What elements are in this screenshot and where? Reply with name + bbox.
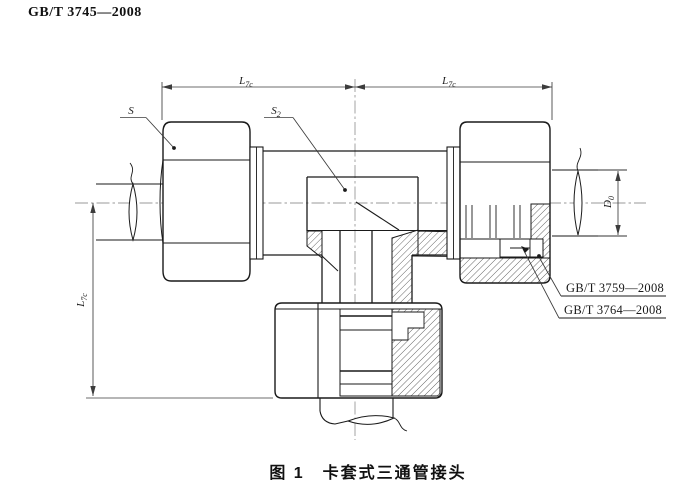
bottom-tube	[319, 398, 408, 432]
left-tube	[96, 162, 163, 242]
dimensions	[86, 82, 627, 399]
right-tube	[552, 147, 627, 237]
dim-label-tube-od: D0	[602, 196, 616, 209]
dim-label-top-left: L7c	[238, 75, 253, 89]
branch-left-wall-hatch	[306, 230, 323, 260]
dimension-arrowheads	[90, 84, 621, 396]
svg-text:S2: S2	[271, 105, 281, 119]
callout-ferrule-standard: GB/T 3764—2008	[521, 246, 666, 319]
part-label-s: S	[120, 105, 176, 150]
right-nut-thread-lines	[460, 205, 531, 240]
left-nut	[159, 121, 264, 282]
section-cut-line	[355, 201, 400, 231]
leader-dot-nut-standard	[537, 254, 541, 258]
right-tube-break-symbol	[573, 170, 583, 236]
dim-label-left-vertical: L7c	[75, 293, 89, 308]
bottom-nut-internal-lines	[340, 315, 392, 385]
figure-caption: 图 1 卡套式三通管接头	[269, 465, 467, 482]
leader-dot-s2	[343, 188, 347, 192]
left-tube-break-symbol	[128, 182, 138, 242]
bottom-nut	[274, 302, 443, 399]
fitting-body	[263, 150, 503, 303]
svg-text:S: S	[128, 105, 134, 117]
svg-text:GB/T 3759—2008: GB/T 3759—2008	[566, 281, 664, 295]
callout-nut-standard: GB/T 3759—2008	[537, 254, 666, 297]
leader-dot-s	[172, 146, 176, 150]
bottom-ferrule	[391, 311, 425, 341]
svg-text:GB/T 3764—2008: GB/T 3764—2008	[564, 303, 662, 317]
standard-number-header: GB/T 3745—2008	[28, 5, 142, 20]
part-label-s2: S2	[264, 105, 347, 192]
elbow-wall-hatch	[391, 229, 419, 304]
dim-label-top-right: L7c	[441, 75, 456, 89]
bottom-nut-bore	[339, 308, 393, 397]
right-nut	[446, 121, 551, 284]
right-nut-hatch-bottom	[459, 257, 551, 284]
bottom-tube-break-symbol	[346, 415, 396, 425]
right-ferrule	[499, 238, 544, 258]
leader-arrow-ferrule-standard	[521, 246, 529, 253]
